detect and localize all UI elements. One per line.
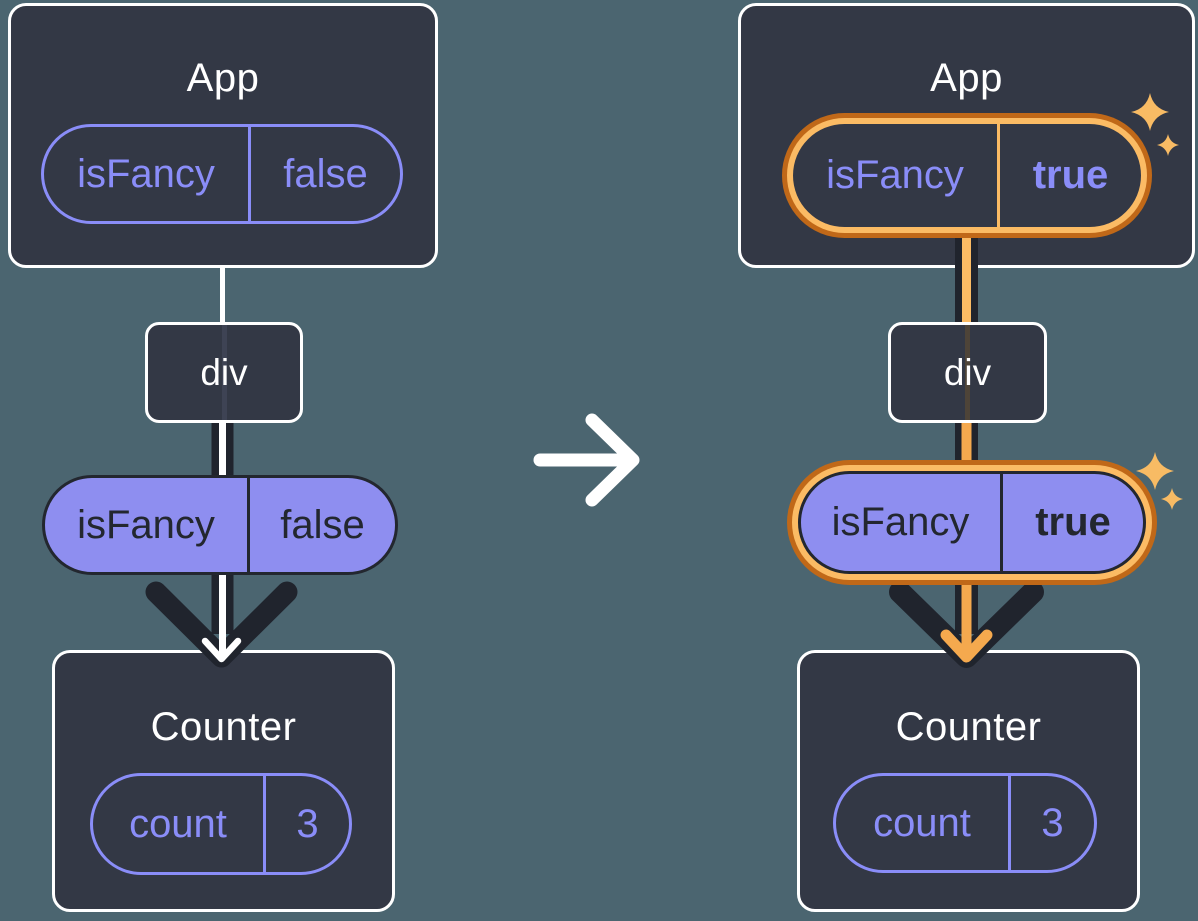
after-counter-state-pill: count 3 <box>833 773 1097 873</box>
arrow-right-icon <box>533 413 640 507</box>
after-div-pass-through-line <box>965 325 970 420</box>
after-arrowhead-chevron <box>889 581 1044 668</box>
after-counter-box: Counter <box>797 650 1140 912</box>
before-prop-pill: isFancy false <box>42 475 398 575</box>
prop-value: false <box>247 478 395 572</box>
state-key: isFancy <box>77 151 215 196</box>
before-counter-state-pill: count 3 <box>90 773 352 875</box>
state-key: count <box>129 801 227 846</box>
before-arrowhead-chevron <box>145 581 298 668</box>
before-div-pass-through-line <box>221 325 227 420</box>
after-counter-title: Counter <box>895 705 1042 749</box>
state-value: false <box>248 127 400 221</box>
state-key: isFancy <box>826 153 964 197</box>
before-counter-title: Counter <box>150 705 297 749</box>
after-div-label: div <box>943 351 992 393</box>
state-key: count <box>873 800 971 845</box>
after-app-title: App <box>930 56 1003 100</box>
before-counter-box: Counter <box>52 650 395 912</box>
highlight-ring: isFancy true <box>792 465 1152 580</box>
state-value: 3 <box>1008 776 1094 870</box>
prop-key: isFancy <box>831 500 970 544</box>
after-app-state-pill-highlight: isFancy true <box>782 113 1152 238</box>
after-prop-pill-highlight: isFancy true <box>787 460 1157 585</box>
before-app-state-pill: isFancy false <box>41 124 403 224</box>
after-prop-pill: isFancy true <box>798 471 1146 574</box>
before-app-title: App <box>186 56 260 100</box>
highlight-ring: isFancy true <box>787 118 1147 233</box>
after-div-box: div <box>888 322 1047 423</box>
prop-value: true <box>1000 474 1143 571</box>
after-app-state-pill: isFancy true <box>793 124 1141 227</box>
sparkle-icon <box>1160 487 1184 511</box>
state-value: 3 <box>263 776 349 872</box>
state-value: true <box>997 124 1141 227</box>
before-div-box: div <box>145 322 303 423</box>
prop-key: isFancy <box>77 502 215 547</box>
before-div-label: div <box>200 351 248 393</box>
